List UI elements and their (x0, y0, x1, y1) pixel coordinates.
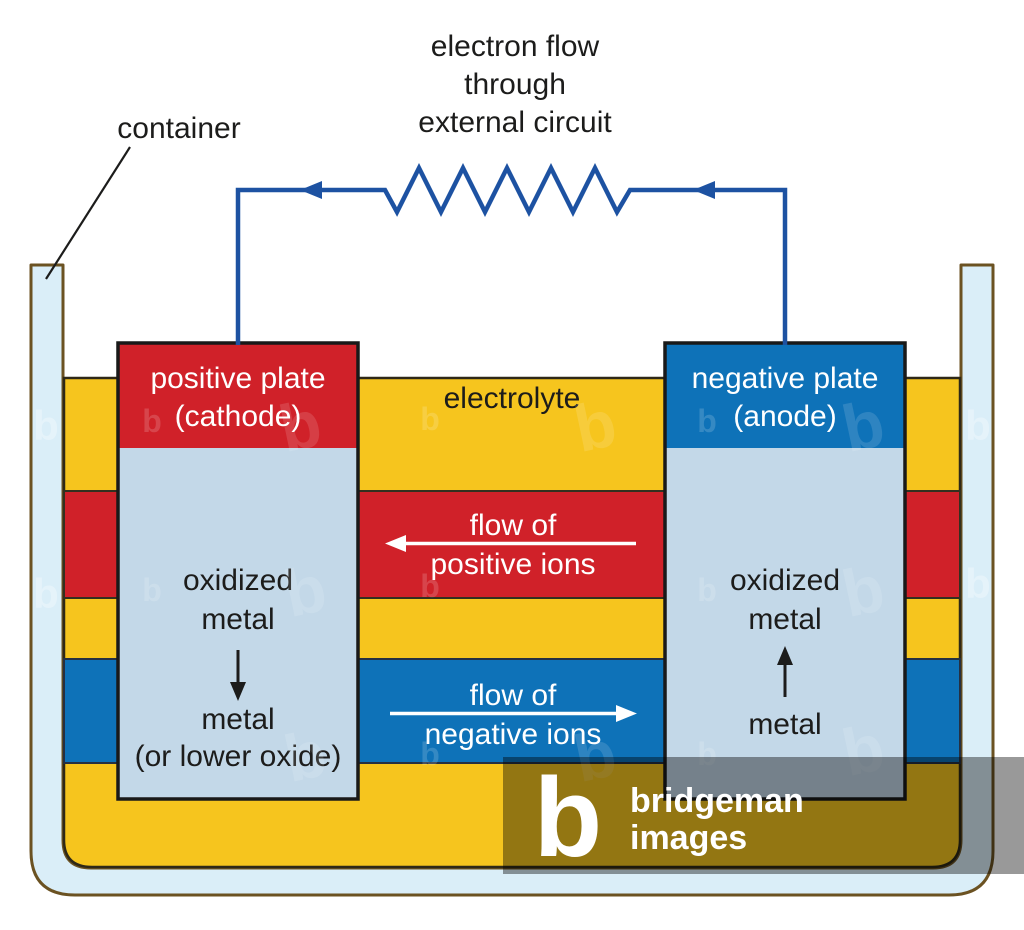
positive-plate-reaction-line4: (or lower oxide) (135, 740, 342, 773)
positive-plate-title-line1: positive plate (150, 362, 325, 395)
positive-plate-reaction-line3: metal (201, 703, 274, 736)
watermark-ghost: b (142, 572, 162, 608)
negative-ion-flow-annotation: flow of negative ions (390, 679, 637, 751)
watermark-ghost: b (420, 736, 440, 772)
watermark-ghost: b (697, 572, 717, 608)
circuit-wire-with-resistor (235, 162, 788, 345)
watermark-ghost-grid: b b b b b b b b b b b b b b b b b b b b (33, 385, 991, 796)
negative-ion-flow-line1: flow of (470, 679, 557, 712)
watermark-brand-line1: bridgeman (630, 782, 804, 820)
electrolyte-label: electrolyte (444, 382, 581, 415)
negative-plate-title-line2: (anode) (733, 400, 836, 433)
watermark-ghost: b (420, 568, 440, 604)
watermark-ghost: b (697, 403, 717, 439)
watermark-ghost: b (33, 570, 59, 617)
negative-plate-reaction-line3: metal (748, 708, 821, 741)
watermark-banner: b bridgeman images (503, 755, 1024, 880)
negative-ion-arrow-head (616, 705, 637, 722)
negative-plate-header (665, 343, 905, 448)
positive-plate-title-line2: (cathode) (175, 400, 302, 433)
positive-plate-reaction-line1: oxidized (183, 564, 293, 597)
electron-flow-arrow-left (300, 181, 322, 199)
oxidation-arrow-head (777, 646, 793, 665)
negative-plate-title-line1: negative plate (692, 362, 879, 395)
negative-plate-reaction-line2: metal (748, 603, 821, 636)
positive-ion-flow-line2: positive ions (430, 548, 595, 581)
watermark-logo-b: b (534, 755, 602, 880)
watermark-ghost: b (142, 403, 162, 439)
electron-flow-arrow-right (693, 181, 715, 199)
positive-ion-flow-line1: flow of (470, 509, 557, 542)
circuit-label-line2: through (464, 68, 566, 101)
negative-plate-reaction-line1: oxidized (730, 564, 840, 597)
watermark-ghost: b (33, 402, 59, 449)
watermark-brand-line2: images (630, 819, 747, 857)
negative-ion-flow-line2: negative ions (425, 718, 602, 751)
positive-plate-reaction-line2: metal (201, 603, 274, 636)
container-pointer-line (45, 146, 131, 280)
positive-ion-flow-annotation: flow of positive ions (385, 509, 636, 581)
watermark-ghost: b (697, 736, 717, 772)
watermark-overlay (503, 757, 1024, 874)
reduction-arrow-head (230, 682, 246, 701)
negative-plate: negative plate (anode) oxidized metal me… (663, 341, 907, 801)
positive-ion-arrow-head (385, 535, 406, 552)
watermark-ghost: b (965, 402, 991, 449)
container-label: container (117, 112, 240, 145)
positive-plate: positive plate (cathode) oxidized metal … (116, 341, 360, 801)
circuit-label-line1: electron flow (431, 30, 600, 63)
watermark-ghost: b (420, 401, 440, 437)
positive-plate-header (118, 343, 358, 448)
circuit-label-line3: external circuit (418, 106, 612, 139)
watermark-ghost: b (965, 560, 991, 607)
